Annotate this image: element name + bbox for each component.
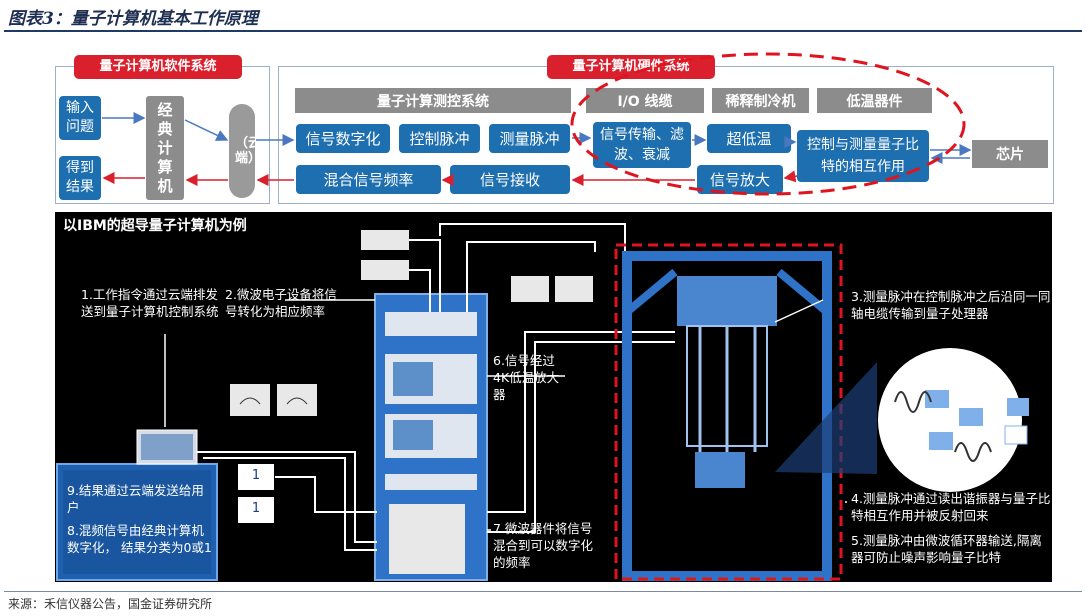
- mixed-freq-box: 混合信号频率: [296, 165, 441, 194]
- step-8-text: 8.混频信号由经典计算机数字化， 结果分类为0或1: [67, 523, 212, 555]
- io-cable-header: I/O 线缆: [586, 88, 704, 113]
- step-5-text: 5.测量脉冲由微波循环器输送,隔离器可防止噪声影响量子比特: [851, 533, 1042, 565]
- signal-transmit-box: 信号传输、滤波、衰减: [593, 122, 691, 168]
- step-1-text: 1.工作指令通过云端排发送到量子计算机控制系统: [81, 287, 219, 319]
- ibm-apparatus-illustration: [56, 223, 1029, 581]
- cryo-device-header: 低温器件: [817, 88, 932, 113]
- classical-computer-label: 经典计算机: [157, 100, 173, 195]
- step-7-text: 7.微波器件将信号混合到可以数字化的频率: [493, 521, 594, 570]
- signal-amplify-box: 信号放大: [697, 165, 783, 194]
- software-header: 量子计算机软件系统: [74, 55, 242, 79]
- ultra-low-temp-box: 超低温: [707, 124, 791, 153]
- step-2-text: 2.微波电子设备将信号转化为相应频率: [225, 287, 337, 319]
- cloud-box: （云端）: [229, 104, 262, 198]
- signal-receive-box: 信号接收: [450, 165, 570, 194]
- title-rule: [4, 30, 1082, 32]
- ibm-photo-panel: 以IBM的超导量子计算机为例 1.工作指令通过云端排发送到量子计算机控制系统 2…: [55, 212, 1052, 582]
- signal-digitize-box: 信号数字化: [296, 124, 390, 153]
- input-problem-box: 输入问题: [59, 96, 101, 140]
- source-rule: [4, 591, 1082, 592]
- classical-computer-box: 经典计算机: [146, 96, 184, 200]
- step-6-text: 6.信号经过4K低温放大器: [493, 353, 560, 402]
- dilution-fridge-header: 稀释制冷机: [712, 88, 809, 113]
- measure-control-header: 量子计算测控系统: [295, 88, 571, 113]
- result-bit-2: 1: [251, 501, 261, 516]
- step-3-text: 3.测量脉冲在控制脉冲之后沿同一同轴电缆传输到量子处理器: [851, 289, 1051, 321]
- step-9-text: 9.结果通过云端发送给用户: [67, 483, 204, 515]
- result-bit-1: 1: [251, 468, 261, 483]
- source-note: 来源：禾信仪器公告，国金证券研究所: [8, 597, 213, 611]
- measure-pulse-box: 测量脉冲: [489, 124, 570, 153]
- cloud-label: （云端）: [235, 136, 262, 166]
- qubit-interaction-box: 控制与测量量子比特的相互作用: [797, 130, 929, 182]
- get-result-box: 得到结果: [59, 156, 101, 200]
- step-4-text: 4.测量脉冲通过读出谐振器与量子比特相互作用并被反射回来: [851, 491, 1051, 523]
- chip-box: 芯片: [972, 140, 1048, 168]
- control-pulse-box: 控制脉冲: [399, 124, 480, 153]
- hardware-header: 量子计算机硬件系统: [547, 55, 715, 79]
- figure-title: 图表3：量子计算机基本工作原理: [8, 9, 258, 29]
- ibm-title: 以IBM的超导量子计算机为例: [63, 218, 247, 234]
